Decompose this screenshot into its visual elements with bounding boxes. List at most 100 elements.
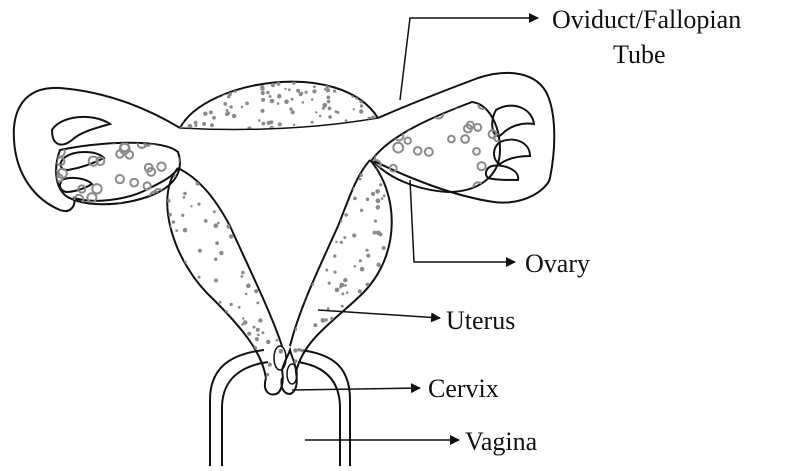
texture-dot <box>292 284 297 289</box>
texture-dot <box>284 88 286 90</box>
texture-dot <box>376 95 379 98</box>
texture-dot <box>341 347 345 351</box>
texture-dot <box>344 213 348 217</box>
texture-dot <box>162 323 165 326</box>
texture-dot <box>181 214 184 217</box>
texture-dot <box>256 328 260 332</box>
texture-dot <box>286 160 290 164</box>
texture-dot <box>278 95 282 99</box>
texture-dot <box>162 365 166 369</box>
texture-dot <box>256 269 259 272</box>
texture-dot <box>172 220 176 224</box>
texture-dot <box>324 88 326 90</box>
texture-dot <box>258 119 261 122</box>
texture-dot <box>255 249 259 253</box>
texture-dot <box>358 85 360 87</box>
texture-dot <box>344 284 347 287</box>
texture-dot <box>195 73 198 76</box>
texture-dot <box>351 161 355 165</box>
texture-dot <box>266 340 270 344</box>
uterine-wall-left-texture <box>148 159 291 385</box>
texture-dot <box>286 263 288 265</box>
texture-dot <box>272 75 276 79</box>
texture-dot <box>264 292 268 296</box>
texture-dot <box>323 189 328 194</box>
texture-dot <box>352 95 355 98</box>
texture-dot <box>212 116 216 120</box>
texture-dot <box>299 175 302 178</box>
texture-dot <box>219 338 222 341</box>
texture-dot <box>335 288 340 293</box>
texture-dot <box>297 194 300 197</box>
texture-dot <box>257 334 260 337</box>
texture-dot <box>345 324 349 328</box>
texture-dot <box>283 298 286 301</box>
follicle <box>157 163 165 171</box>
texture-dot <box>289 107 292 110</box>
texture-dot <box>278 374 281 377</box>
texture-dot <box>317 231 320 234</box>
texture-dot <box>167 342 171 346</box>
texture-dot <box>345 186 348 189</box>
texture-dot <box>358 289 362 293</box>
texture-dot <box>203 355 207 359</box>
texture-dot <box>213 210 216 213</box>
texture-dot <box>301 172 304 175</box>
texture-dot <box>183 228 188 233</box>
texture-dot <box>206 79 208 81</box>
texture-dot <box>197 203 200 206</box>
follicle <box>428 105 435 112</box>
texture-dot <box>292 231 296 235</box>
texture-dot <box>281 159 284 162</box>
texture-dot <box>246 284 250 288</box>
texture-dot <box>202 337 205 340</box>
texture-dot <box>253 326 256 329</box>
texture-dot <box>282 235 286 239</box>
fundus-outline <box>180 82 378 128</box>
texture-dot <box>202 83 206 87</box>
texture-dot <box>266 73 271 78</box>
texture-dot <box>262 122 266 126</box>
texture-dot <box>269 95 272 98</box>
texture-dot <box>148 209 153 214</box>
texture-dot <box>197 99 199 101</box>
uterine-wall-right-texture <box>278 154 406 379</box>
texture-dot <box>190 205 192 207</box>
texture-dot <box>402 364 406 368</box>
texture-dot <box>375 287 378 290</box>
texture-dot <box>341 292 344 295</box>
texture-dot <box>195 70 199 74</box>
texture-dot <box>189 298 193 302</box>
texture-dot <box>241 323 244 326</box>
ovary-right <box>372 102 500 192</box>
texture-dot <box>254 180 257 183</box>
texture-dot <box>200 345 204 349</box>
texture-dot <box>183 370 186 373</box>
texture-dot <box>313 85 316 88</box>
texture-dot <box>284 99 289 104</box>
texture-dot <box>223 102 227 106</box>
texture-dot <box>355 173 358 176</box>
texture-dot <box>205 344 208 347</box>
texture-dot <box>278 196 281 199</box>
texture-dot <box>287 208 291 212</box>
texture-dot <box>214 279 218 283</box>
texture-dot <box>330 317 333 320</box>
texture-dot <box>365 343 369 347</box>
texture-dot <box>198 306 202 310</box>
texture-dot <box>241 106 244 109</box>
texture-dot <box>338 171 343 176</box>
texture-dot <box>343 278 347 282</box>
texture-dot <box>245 102 249 106</box>
texture-dot <box>333 271 336 274</box>
texture-dot <box>298 187 301 190</box>
texture-dot <box>339 186 343 190</box>
texture-dot <box>219 301 222 304</box>
texture-dot <box>299 290 301 292</box>
texture-dot <box>359 259 362 262</box>
texture-dot <box>207 77 210 80</box>
texture-dot <box>338 332 341 335</box>
label-ovary: Ovary <box>525 249 590 279</box>
texture-dot <box>174 351 178 355</box>
texture-dot <box>197 90 200 93</box>
